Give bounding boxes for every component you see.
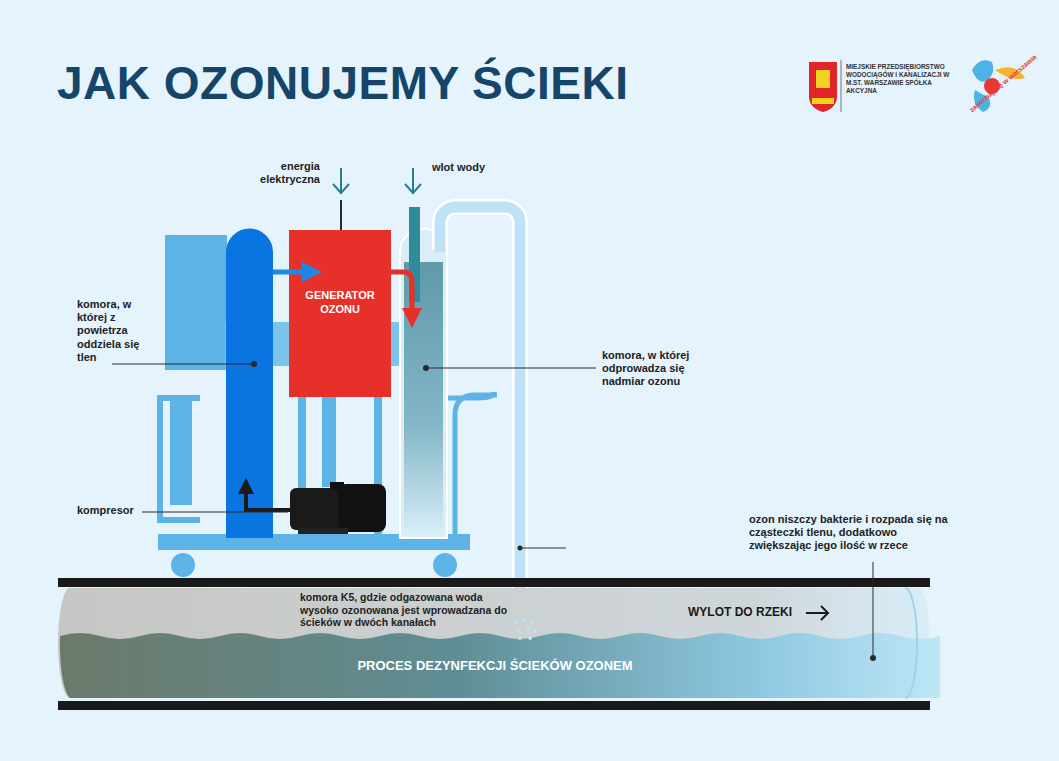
input-label: energia elektryczna — [238, 160, 320, 186]
input-label: wlot wody — [432, 161, 512, 174]
channel-band: PROCES DEZYNFEKCJI ŚCIEKÓW OZONEM — [60, 588, 930, 698]
note: ozon niszczy bakterie i rozpada się na c… — [749, 513, 959, 553]
input-label: energia elektryczna — [238, 160, 320, 186]
part-label: komora K5, gdzie odgazowana woda wysoko … — [300, 591, 514, 629]
title-box: JAK OZONUJEMY ŚCIEKI — [57, 56, 757, 110]
title: JAK OZONUJEMY ŚCIEKI — [57, 56, 757, 110]
direction-label: WYLOT DO RZEKI — [688, 605, 808, 619]
node-text: PROCES DEZYNFEKCJI ŚCIEKÓW OZONEM — [66, 658, 924, 675]
part-label: kompresor — [77, 504, 147, 517]
part-label: komora, w której z powietrza oddziela si… — [77, 298, 155, 364]
generator-body — [289, 230, 391, 397]
part-label: komora, w której odprowadza się nadmiar … — [602, 349, 712, 389]
note: ozon niszczy bakterie i rozpada się na c… — [749, 513, 959, 553]
company-name: MIEJSKIE PRZEDSIĘBIORSTWO WODOCIĄGÓW I K… — [846, 63, 954, 95]
mpwik-logo — [809, 60, 841, 112]
part-label: komora, w której z powietrza oddziela si… — [77, 298, 155, 364]
leader-lines — [112, 361, 876, 661]
oxygen-column — [226, 229, 273, 539]
input-label: wlot wody — [432, 161, 512, 174]
ozone-machine — [158, 168, 520, 614]
part-label: komora K5, gdzie odgazowana woda wysoko … — [300, 591, 514, 629]
part-label: komora, w której odprowadza się nadmiar … — [602, 349, 712, 389]
part-label: kompresor — [77, 504, 147, 517]
city-logo-text: zakochaj się w warszawie — [968, 50, 1042, 114]
sewer-channel — [58, 578, 940, 710]
generator-box: GENERATOR OZONU — [289, 230, 391, 397]
node-text: GENERATOR OZONU — [295, 288, 385, 317]
direction-label: WYLOT DO RZEKI — [688, 605, 808, 619]
company-name: MIEJSKIE PRZEDSIĘBIORSTWO WODOCIĄGÓW I K… — [846, 63, 954, 95]
city-logo-text: zakochaj się w warszawie — [968, 50, 1042, 114]
